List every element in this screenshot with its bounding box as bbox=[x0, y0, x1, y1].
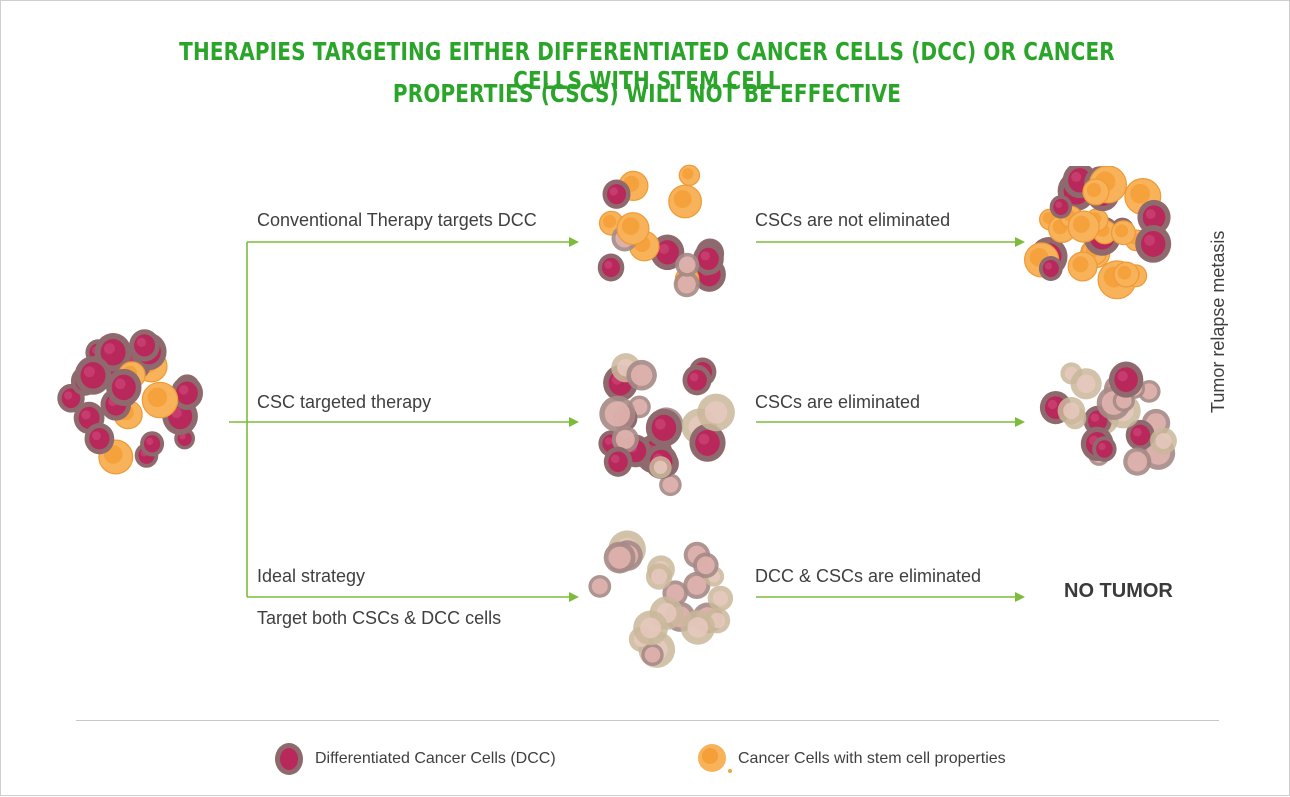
title-line-2: PROPERTIES (CSCS) WILL NOT BE EFFECTIVE bbox=[392, 79, 902, 108]
therapy-label-ideal: Ideal strategy bbox=[257, 566, 366, 586]
no-tumor-label: NO TUMOR bbox=[1064, 580, 1173, 602]
tumor-after-csc-therapy bbox=[598, 353, 735, 497]
tumor-relapse-label: Tumor relapse metasis bbox=[1208, 230, 1228, 413]
relapsed-tumor-cluster bbox=[1024, 166, 1172, 300]
therapy-label-conventional: Conventional Therapy targets DCC bbox=[257, 210, 537, 230]
tumor-after-ideal-strategy bbox=[588, 530, 734, 668]
legend-dcc-label: Differentiated Cancer Cells (DCC) bbox=[315, 750, 556, 767]
outcome-label-1: CSCs are not eliminated bbox=[755, 210, 951, 230]
outcome-label-3: DCC & CSCs are eliminated bbox=[755, 566, 982, 586]
csc-cell-icon bbox=[698, 744, 732, 773]
title-line-1: THERAPIES TARGETING EITHER DIFFERENTIATE… bbox=[179, 37, 1115, 95]
outcome-label-2: CSCs are eliminated bbox=[755, 392, 921, 412]
dcc-cell-icon bbox=[275, 743, 303, 775]
initial-tumor-cluster bbox=[57, 329, 203, 475]
therapy-label-csc: CSC targeted therapy bbox=[257, 392, 432, 412]
legend-divider bbox=[76, 720, 1219, 721]
legend-csc-label: Cancer Cells with stem cell properties bbox=[738, 750, 1006, 767]
therapy-label-ideal-detail: Target both CSCs & DCC cells bbox=[257, 608, 502, 628]
tumor-after-conventional-therapy bbox=[597, 164, 726, 298]
reduced-tumor-cluster bbox=[1039, 361, 1177, 476]
